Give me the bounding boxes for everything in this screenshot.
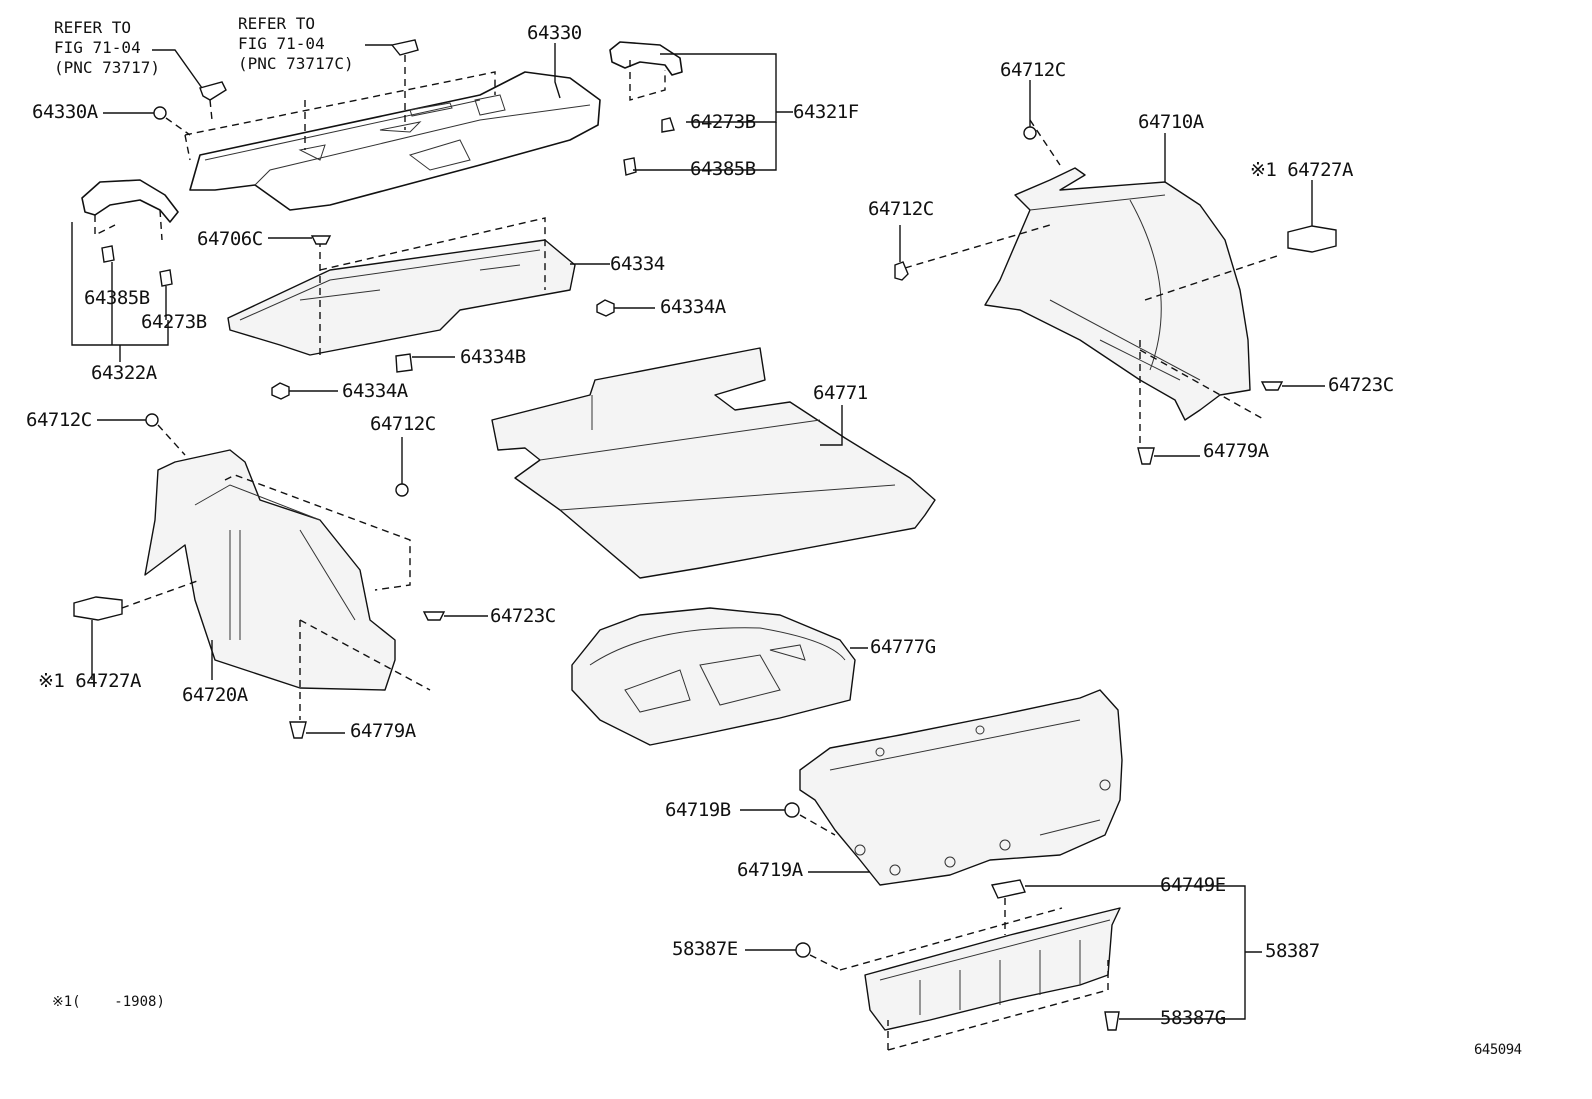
label-64723c-left[interactable]: 64723C xyxy=(490,605,556,627)
label-64710a[interactable]: 64710A xyxy=(1138,111,1204,133)
label-64719b[interactable]: 64719B xyxy=(665,799,731,821)
clip-64749e-shape xyxy=(990,879,1026,899)
clip-64779a-left-shape xyxy=(289,721,307,739)
label-64771[interactable]: 64771 xyxy=(813,382,868,404)
label-64385b-left[interactable]: 64385B xyxy=(84,287,150,309)
label-58387[interactable]: 58387 xyxy=(1265,940,1320,962)
trunk-mat-64771 xyxy=(491,347,936,579)
package-tray-64330 xyxy=(184,71,601,211)
clip-73717-shape xyxy=(199,81,227,101)
bracket-64321f xyxy=(609,41,683,176)
spare-tray-64777g xyxy=(571,607,856,746)
label-64706c[interactable]: 64706C xyxy=(197,228,263,250)
note-refer-fig-73717c: REFER TO FIG 71-04 (PNC 73717C) xyxy=(238,14,354,73)
label-64712c-topright[interactable]: 64712C xyxy=(1000,59,1066,81)
clip-64723c-left-shape xyxy=(422,611,446,621)
pad-64727a-left xyxy=(73,596,123,621)
label-64779a-right[interactable]: 64779A xyxy=(1203,440,1269,462)
pad-64334b xyxy=(395,353,413,373)
clip-64712c-midright-shape xyxy=(894,261,909,281)
figure-id: 645094 xyxy=(1474,1042,1522,1058)
label-64330a[interactable]: 64330A xyxy=(32,101,98,123)
label-64330[interactable]: 64330 xyxy=(527,22,582,44)
clip-58387g-shape xyxy=(1104,1011,1120,1031)
clip-58387e-shape xyxy=(795,942,811,958)
clip-64723c-right-shape xyxy=(1260,381,1284,391)
label-64723c-right[interactable]: 64723C xyxy=(1328,374,1394,396)
label-64719a[interactable]: 64719A xyxy=(737,859,803,881)
clip-64712c-topright-shape xyxy=(1023,126,1037,140)
label-64273b-left[interactable]: 64273B xyxy=(141,311,207,333)
label-64322a[interactable]: 64322A xyxy=(91,362,157,384)
clip-64712c-center-shape xyxy=(395,483,409,497)
label-64727a-left[interactable]: ※1 64727A xyxy=(38,670,141,692)
deck-board-64334 xyxy=(227,217,576,356)
label-64720a[interactable]: 64720A xyxy=(182,684,248,706)
lid-trim-64719a xyxy=(799,689,1123,886)
label-64777g[interactable]: 64777G xyxy=(870,636,936,658)
clip-64712c-left-shape xyxy=(145,413,159,427)
label-64385b-top[interactable]: 64385B xyxy=(690,158,756,180)
pad-64334a-left xyxy=(271,382,290,400)
clip-64719b-shape xyxy=(784,802,800,818)
label-64334a-left[interactable]: 64334A xyxy=(342,380,408,402)
clip-64706c-shape xyxy=(310,235,332,245)
pad-64334a-right xyxy=(596,299,615,317)
label-64749e[interactable]: 64749E xyxy=(1160,874,1226,896)
label-64727a-right[interactable]: ※1 64727A xyxy=(1250,159,1353,181)
label-58387e[interactable]: 58387E xyxy=(672,938,738,960)
label-64334[interactable]: 64334 xyxy=(610,253,665,275)
clip-64779a-right-shape xyxy=(1137,447,1155,465)
clip-64330a-shape xyxy=(153,106,167,120)
label-64712c-center[interactable]: 64712C xyxy=(370,413,436,435)
side-trim-64710a xyxy=(904,119,1281,450)
scuff-plate-58387 xyxy=(839,907,1121,1051)
label-64321f[interactable]: 64321F xyxy=(793,101,859,123)
note-refer-fig-73717: REFER TO FIG 71-04 (PNC 73717) xyxy=(54,18,160,77)
clip-73717c-shape xyxy=(390,39,419,56)
label-64712c-midright[interactable]: 64712C xyxy=(868,198,934,220)
label-58387g[interactable]: 58387G xyxy=(1160,1007,1226,1029)
label-64334b[interactable]: 64334B xyxy=(460,346,526,368)
side-trim-64720a xyxy=(144,449,431,720)
label-64779a-left[interactable]: 64779A xyxy=(350,720,416,742)
bracket-64322a xyxy=(81,179,179,287)
footnote: ※1( -1908) xyxy=(52,994,165,1010)
label-64712c-left[interactable]: 64712C xyxy=(26,409,92,431)
label-64273b-top[interactable]: 64273B xyxy=(690,111,756,133)
pad-64727a-right xyxy=(1287,225,1337,253)
label-64334a-right[interactable]: 64334A xyxy=(660,296,726,318)
leader-lines xyxy=(71,43,1325,1020)
